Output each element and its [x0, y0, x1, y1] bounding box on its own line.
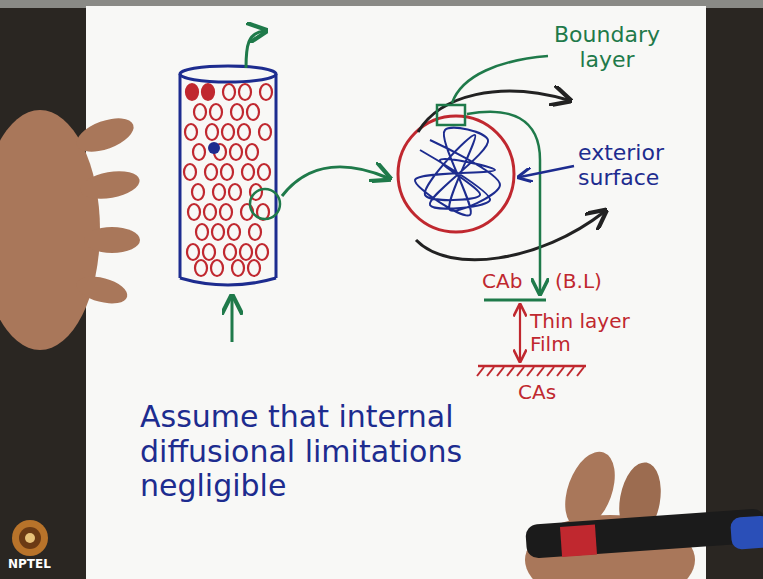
- hatch-mark: [567, 367, 574, 376]
- pellet: [223, 84, 235, 100]
- pellet: [230, 144, 242, 160]
- pellet: [239, 84, 251, 100]
- flow-streamline: [416, 212, 604, 260]
- pellet: [195, 260, 207, 276]
- hatch-mark: [497, 367, 504, 376]
- pellet: [192, 184, 204, 200]
- pellet: [204, 204, 216, 220]
- pellet: [205, 164, 217, 180]
- hatch-mark: [577, 367, 584, 376]
- pellet: [222, 124, 234, 140]
- film-thickness-arrow: [519, 306, 521, 360]
- concentration-label: CAs: [518, 381, 556, 404]
- zoom-arrow: [282, 167, 388, 196]
- film-label: Thin layer Film: [530, 310, 642, 356]
- logo-emblem: [12, 520, 48, 556]
- boundary-layer-box: [437, 105, 465, 125]
- leader-line: [520, 166, 574, 177]
- catalyst-pellet: [398, 116, 514, 232]
- packed-bed-reactor: [180, 66, 280, 285]
- pellet: [186, 84, 198, 100]
- pellet: [242, 164, 254, 180]
- pellet: [212, 224, 224, 240]
- pore-network: [415, 128, 500, 216]
- hand: [0, 110, 142, 350]
- leader-line: [452, 56, 548, 103]
- hatch-mark: [557, 367, 564, 376]
- pellet: [202, 84, 214, 100]
- pellet: [247, 104, 259, 120]
- hatch-mark: [517, 367, 524, 376]
- pellet: [194, 104, 206, 120]
- pellet: [231, 104, 243, 120]
- hand-with-marker: [525, 445, 763, 579]
- pellet: [196, 224, 208, 240]
- annotation: (B.L): [555, 270, 602, 293]
- pellet: [220, 204, 232, 220]
- pellet: [238, 124, 250, 140]
- hatch-mark: [507, 367, 514, 376]
- paper: [86, 6, 706, 579]
- inlet-arrow: [231, 298, 234, 342]
- pellet: [260, 84, 272, 100]
- callout-label: exterior surface: [578, 140, 682, 191]
- hatch-mark: [527, 367, 534, 376]
- pellet: [259, 124, 271, 140]
- concentration-label: CAb: [482, 270, 522, 293]
- pellet: [249, 224, 261, 240]
- pellet: [188, 204, 200, 220]
- pellet: [211, 260, 223, 276]
- hatch-mark: [477, 367, 484, 376]
- pellet: [229, 184, 241, 200]
- pellet: [246, 144, 258, 160]
- pellet: [256, 244, 268, 260]
- watermark: NPTEL: [8, 558, 51, 572]
- zoom-arrow: [467, 112, 540, 292]
- pellet: [248, 260, 260, 276]
- pellet: [185, 124, 197, 140]
- pellet: [240, 244, 252, 260]
- pellet: [224, 244, 236, 260]
- note: Assume that internal diffusional limitat…: [140, 400, 480, 504]
- hatch-mark: [487, 367, 494, 376]
- pellet: [184, 164, 196, 180]
- pellet: [232, 260, 244, 276]
- outlet-arrow: [246, 31, 264, 68]
- pellet: [206, 124, 218, 140]
- surface-line: [478, 365, 586, 368]
- pellet: [221, 164, 233, 180]
- hatch-mark: [547, 367, 554, 376]
- pellet: [187, 244, 199, 260]
- pellet: [213, 184, 225, 200]
- pellet: [258, 164, 270, 180]
- pellet: [210, 104, 222, 120]
- pellet: [203, 244, 215, 260]
- hatch-mark: [537, 367, 544, 376]
- pellet: [193, 144, 205, 160]
- callout-label: Boundary layer: [548, 22, 666, 73]
- pellet: [228, 224, 240, 240]
- bulk-line: [484, 299, 546, 302]
